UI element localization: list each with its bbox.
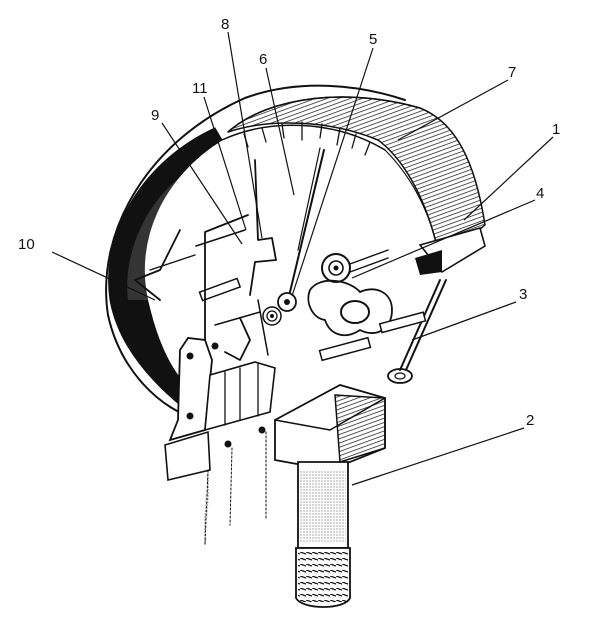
leader-11	[203, 96, 247, 231]
case-inner-wall	[108, 127, 223, 406]
leader-8	[227, 31, 263, 239]
hanging-wires	[203, 431, 267, 546]
pivot-rods	[198, 277, 427, 362]
callout-6: 6	[259, 51, 267, 68]
socket	[274, 384, 386, 608]
bracket-levers	[134, 159, 277, 361]
leader-10	[51, 251, 156, 301]
movement-sector-plate	[307, 279, 393, 337]
hairspring	[262, 306, 282, 326]
callout-1: 1	[552, 121, 560, 138]
leader-lines	[51, 31, 554, 486]
callout-11: 11	[192, 80, 208, 97]
leader-1	[463, 136, 554, 221]
pointer	[277, 147, 325, 312]
central-pinion	[321, 249, 389, 283]
leader-7	[397, 79, 509, 141]
leader-9	[161, 122, 243, 245]
leader-5	[291, 47, 374, 297]
callout-4: 4	[536, 185, 544, 202]
callout-3: 3	[519, 286, 527, 303]
dial-scale	[221, 121, 441, 259]
callout-10: 10	[18, 236, 35, 253]
callout-5: 5	[369, 31, 377, 48]
bourdon-tube-end-block	[415, 227, 486, 275]
case-rim-hatched	[227, 96, 486, 264]
callout-7: 7	[508, 64, 516, 81]
leader-3	[411, 301, 517, 341]
link-rod	[387, 279, 447, 384]
callout-8: 8	[221, 16, 229, 33]
callout-labels: 1 2 3 4 5 6 7 8 9 10 11	[18, 16, 560, 429]
leader-4	[351, 199, 536, 279]
leader-6	[265, 67, 295, 196]
leader-2	[351, 427, 525, 486]
callout-2: 2	[526, 412, 534, 429]
callout-9: 9	[151, 107, 159, 124]
support-frame	[164, 337, 276, 481]
